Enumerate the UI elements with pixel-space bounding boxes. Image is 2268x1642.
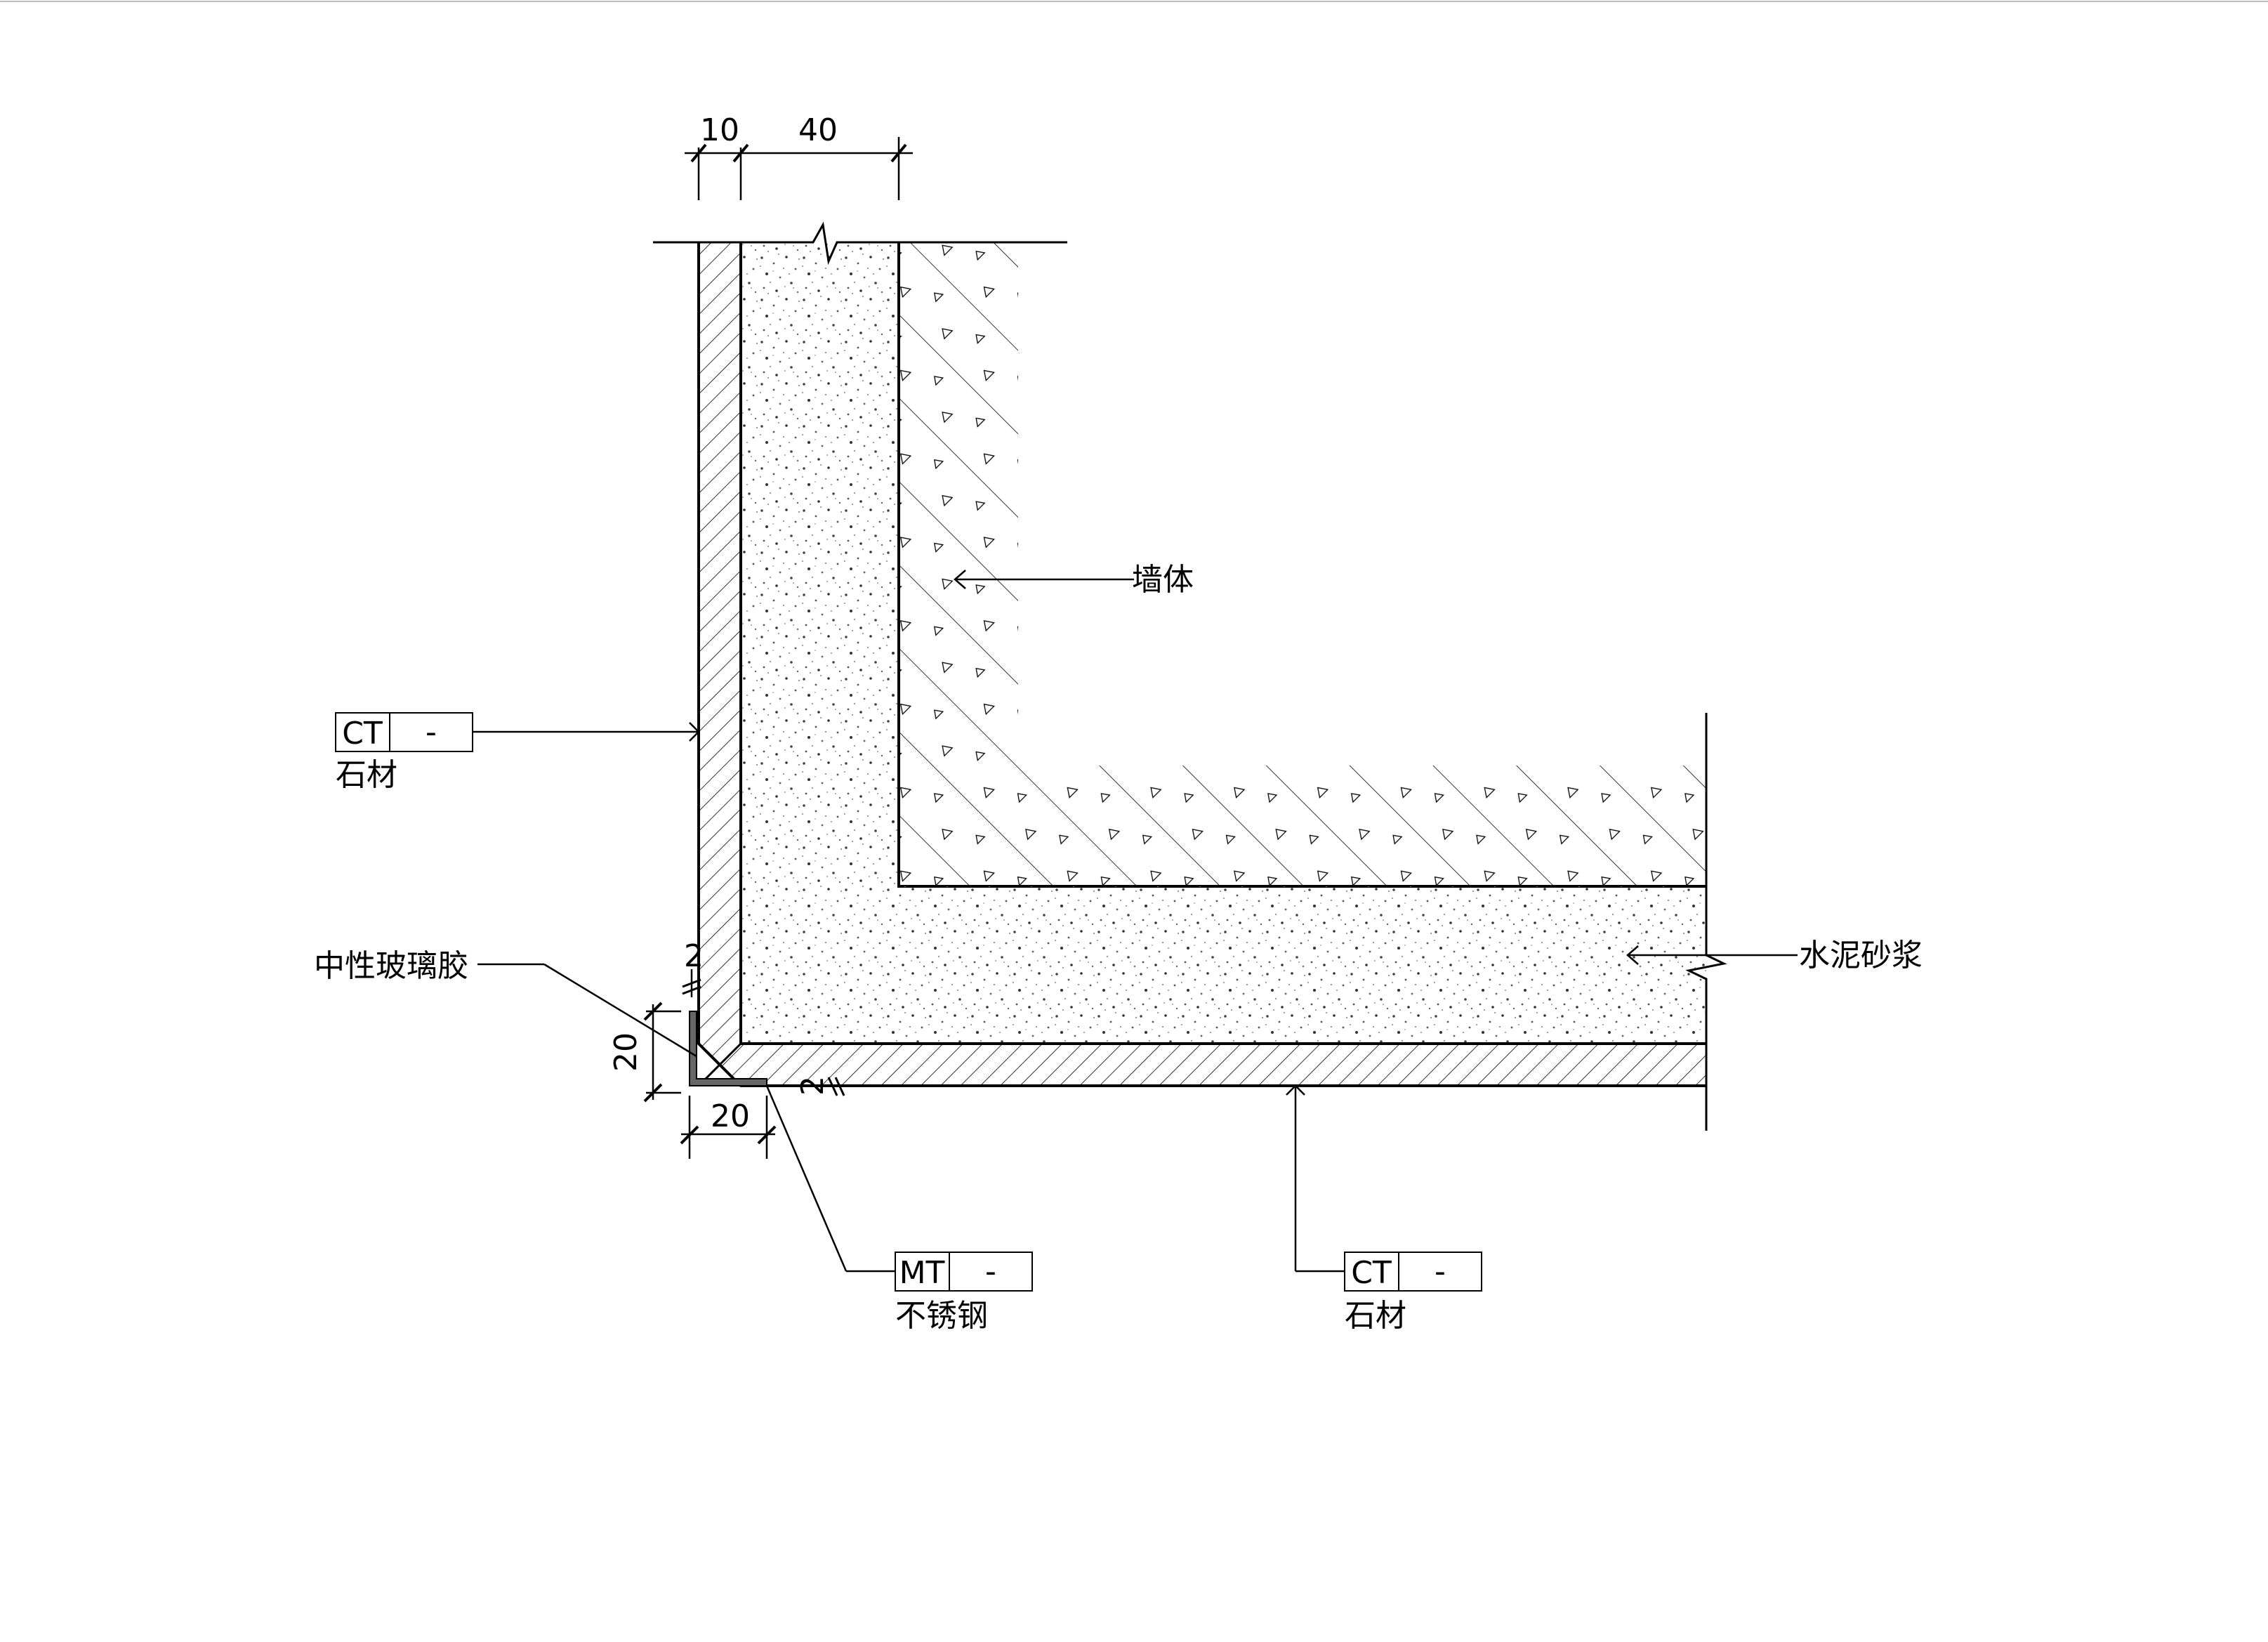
dim-gap-bottom: 2 [795,1076,831,1096]
tag-bottom-stone-name: 石材 [1345,1298,1406,1334]
tag-left-stone: CT - 石材 [335,712,700,793]
tag-bottom-stone-code: CT [1351,1255,1392,1291]
break-line-top [653,221,1067,265]
dimension-left [643,969,701,1103]
break-line-right [1685,713,1727,1131]
dim-trim-width: 20 [711,1098,750,1134]
dim-gap-left: 2 [684,938,704,974]
steel-trim [689,1011,767,1086]
tag-steel-name: 不锈钢 [895,1298,988,1334]
dim-trim-height: 20 [608,1032,644,1072]
label-sealant: 中性玻璃胶 [314,948,468,984]
tag-bottom-stone: CT - 石材 [1286,1084,1482,1334]
dimension-top [685,137,913,200]
dim-top-stone: 10 [700,112,739,148]
leader-sealant [477,963,697,1058]
mortar-layer [741,242,1706,1044]
leader-mortar [1626,945,1798,965]
tag-left-stone-code: CT [342,716,383,751]
label-mortar: 水泥砂浆 [1799,938,1923,973]
dim-top-mortar: 40 [798,112,838,148]
dimension-bottom [680,1077,845,1159]
tag-bottom-stone-suffix: - [1435,1254,1446,1289]
tag-steel-code: MT [899,1255,945,1291]
wall-block [899,242,1706,886]
tag-steel-suffix: - [985,1254,996,1289]
label-wall: 墙体 [1132,562,1194,598]
leader-wall [954,570,1134,589]
tag-left-stone-suffix: - [426,714,437,750]
tag-left-stone-name: 石材 [336,757,397,793]
tag-steel: MT - 不锈钢 [765,1085,1033,1334]
